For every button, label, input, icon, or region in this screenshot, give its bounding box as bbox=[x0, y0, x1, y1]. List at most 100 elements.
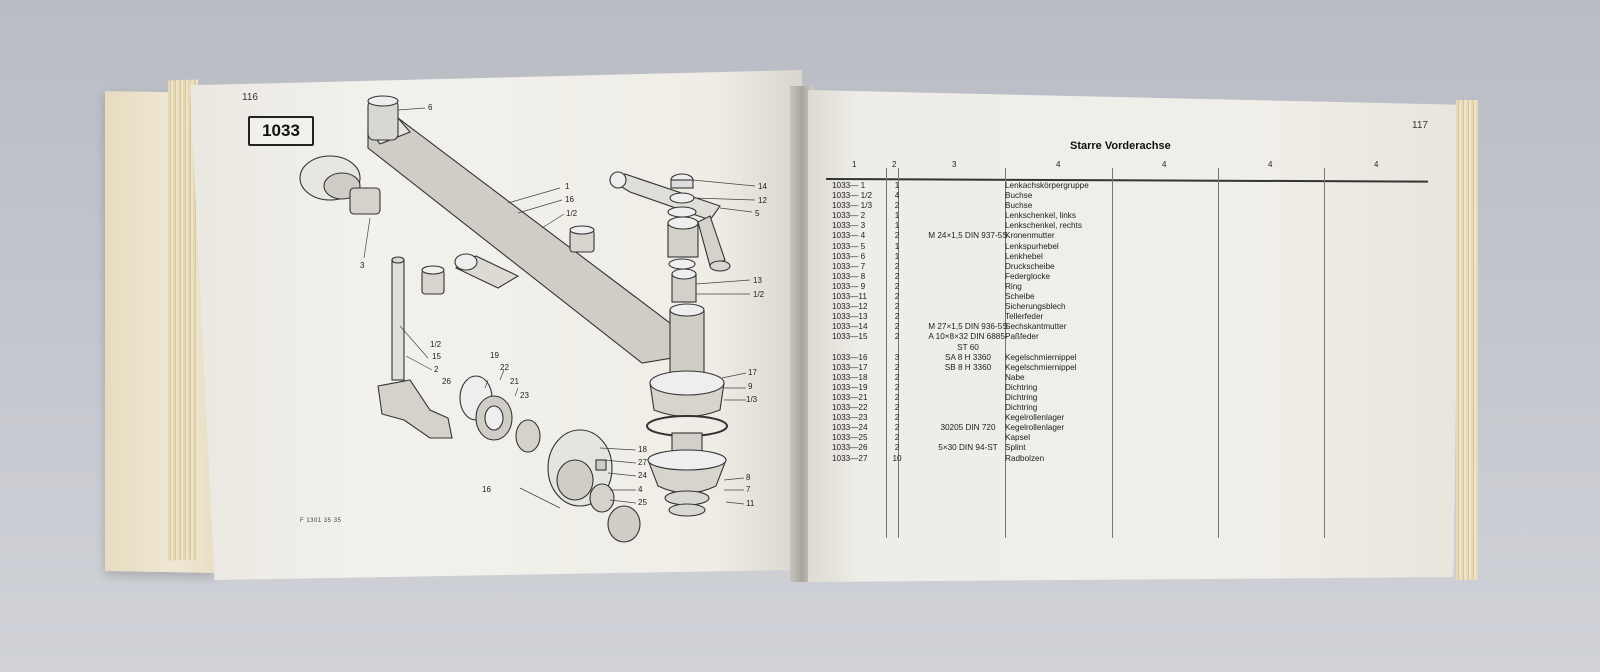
part-name: Ring bbox=[1005, 281, 1022, 291]
column-divider bbox=[886, 168, 887, 538]
column-headers: 1 2 3 4 4 4 4 bbox=[0, 160, 1600, 174]
part-position: 1033— 4 bbox=[832, 231, 866, 241]
part-norm: 30205 DIN 720 bbox=[940, 423, 996, 433]
part-quantity: 2 bbox=[894, 312, 900, 322]
part-position: 1033— 1 bbox=[832, 181, 866, 190]
part-quantity: 2 bbox=[894, 332, 900, 342]
part-position: 1033—13 bbox=[832, 312, 868, 322]
part-quantity: 1 bbox=[894, 211, 900, 221]
part-name: Dichtring bbox=[1005, 403, 1038, 413]
part-quantity: 2 bbox=[894, 281, 900, 291]
part-position: 1033— 1/2 bbox=[832, 191, 873, 201]
kingpin-sleeve bbox=[669, 309, 705, 381]
callout-3: 3 bbox=[360, 261, 365, 270]
callout-5: 5 bbox=[755, 209, 760, 218]
callout-16-b: 16 bbox=[482, 485, 491, 494]
callout-8: 8 bbox=[746, 473, 751, 482]
part-name: Dichtring bbox=[1005, 382, 1038, 392]
part-name: Druckscheibe bbox=[1005, 261, 1055, 271]
right-page-edges bbox=[1456, 100, 1478, 580]
part-quantity: 2 bbox=[894, 201, 900, 211]
part-quantity: 2 bbox=[894, 403, 900, 413]
part-position: 1033—24 bbox=[832, 423, 868, 433]
right-page bbox=[808, 90, 1460, 582]
callout-1-3: 1/3 bbox=[746, 395, 758, 404]
part-quantity: 2 bbox=[894, 362, 900, 372]
part-quantity: 2 bbox=[894, 433, 900, 443]
axle-beam bbox=[367, 117, 673, 364]
column-header-4d: 4 bbox=[1374, 160, 1379, 169]
part-norm: ST 60 bbox=[957, 342, 979, 352]
part-quantity: 2 bbox=[894, 231, 900, 241]
part-quantity: 1 bbox=[894, 251, 900, 261]
part-position: 1033—11 bbox=[832, 292, 867, 302]
part-name: Kegelrollenlager bbox=[1005, 423, 1065, 433]
part-name: Buchse bbox=[1005, 201, 1033, 211]
part-position: 1033—22 bbox=[832, 403, 868, 413]
part-position: 1033—26 bbox=[832, 443, 868, 453]
callout-14: 14 bbox=[758, 182, 767, 191]
part-position: 1033—15 bbox=[832, 332, 868, 342]
part-quantity: 2 bbox=[894, 322, 900, 332]
part-name: Kronenmutter bbox=[1005, 231, 1055, 241]
column-divider bbox=[898, 168, 899, 538]
callout-19: 19 bbox=[490, 351, 499, 360]
column-header-3: 3 bbox=[952, 160, 957, 169]
part-position: 1033—17 bbox=[832, 362, 868, 372]
part-norm: SB 8 H 3360 bbox=[944, 362, 992, 372]
callout-1-2: 1/2 bbox=[566, 209, 578, 218]
part-name: Lenkhebel bbox=[1005, 251, 1043, 261]
part-quantity: 2 bbox=[894, 443, 900, 453]
part-position: 1033—18 bbox=[832, 372, 868, 382]
part-quantity: 2 bbox=[894, 382, 900, 392]
column-header-4c: 4 bbox=[1268, 160, 1273, 169]
part-quantity: 3 bbox=[894, 352, 900, 362]
callout-27: 27 bbox=[638, 458, 647, 467]
callout-11: 11 bbox=[746, 499, 755, 508]
callout-1-2-c: 1/2 bbox=[430, 340, 442, 349]
part-position: 1033— 8 bbox=[832, 271, 866, 281]
part-norm: M 24×1,5 DIN 937-5S bbox=[928, 231, 1008, 241]
column-header-1: 1 bbox=[852, 160, 857, 169]
part-quantity: 2 bbox=[894, 372, 900, 382]
part-quantity: 2 bbox=[894, 423, 900, 433]
column-header-4: 4 bbox=[1056, 160, 1061, 169]
callout-1: 1 bbox=[565, 182, 570, 191]
part-name: Kegelrollenlager bbox=[1005, 413, 1065, 423]
callout-2: 2 bbox=[434, 365, 439, 374]
part-name: Radbolzen bbox=[1005, 453, 1045, 463]
figure-footer-code: F 1301 35 35 bbox=[300, 518, 342, 524]
callout-17: 17 bbox=[748, 368, 757, 377]
part-position: 1033—25 bbox=[832, 433, 868, 443]
part-name: Splint bbox=[1005, 443, 1026, 453]
part-name: Tellerfeder bbox=[1005, 312, 1044, 322]
part-name: Dichtring bbox=[1005, 392, 1038, 402]
part-position: 1033—14 bbox=[832, 322, 868, 332]
part-position: 1033—12 bbox=[832, 302, 868, 312]
part-position: 1033— 9 bbox=[832, 281, 866, 291]
part-name: Kegelschmiernippel bbox=[1005, 352, 1077, 362]
part-name: Buchse bbox=[1005, 191, 1033, 201]
part-quantity: 2 bbox=[894, 392, 900, 402]
part-norm: 5×30 DIN 94-ST bbox=[938, 443, 998, 453]
part-name: Scheibe bbox=[1005, 292, 1035, 302]
part-norm: M 27×1,5 DIN 936-5S bbox=[928, 322, 1008, 332]
part-position: 1033— 3 bbox=[832, 221, 866, 231]
callout-21: 21 bbox=[510, 377, 519, 386]
part-quantity: 4 bbox=[894, 191, 900, 201]
right-page-number: 117 bbox=[1412, 120, 1428, 131]
part-position: 1033—19 bbox=[832, 382, 868, 392]
table-title: Starre Vorderachse bbox=[1070, 140, 1171, 152]
part-quantity: 10 bbox=[892, 453, 902, 463]
part-position: 1033— 2 bbox=[832, 211, 866, 221]
part-quantity: 1 bbox=[894, 181, 900, 190]
callout-24: 24 bbox=[638, 471, 647, 480]
part-name: Kapsel bbox=[1005, 433, 1031, 443]
column-divider bbox=[1112, 168, 1113, 538]
part-name: Lenkachskörpergruppe bbox=[1005, 181, 1089, 190]
part-name: Lenkspurhebel bbox=[1005, 241, 1059, 251]
callout-25: 25 bbox=[638, 498, 647, 507]
part-position: 1033—21 bbox=[832, 392, 868, 402]
part-norm: SA 8 H 3360 bbox=[945, 352, 991, 362]
part-name: Sicherungsblech bbox=[1005, 302, 1066, 312]
